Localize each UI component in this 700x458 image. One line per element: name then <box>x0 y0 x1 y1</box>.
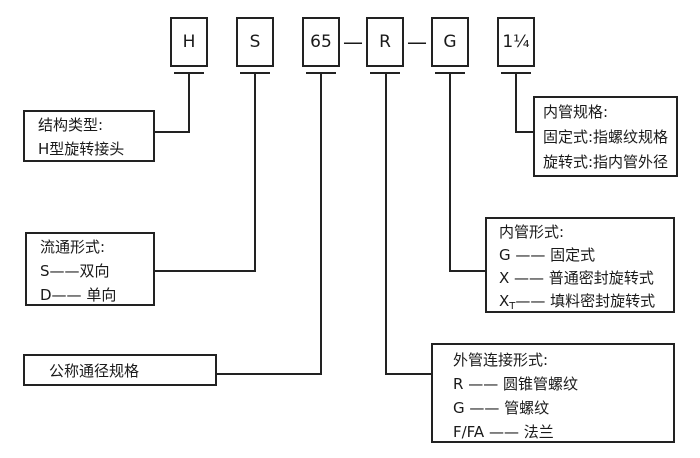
callout-line: X —— 普通密封旋转式 <box>499 269 654 287</box>
connector-line <box>155 131 190 133</box>
connector-line <box>217 373 322 375</box>
callout-flow-form: 流通形式: S——双向 D—— 单向 <box>25 232 155 306</box>
callout-line: 旋转式:指内管外径 <box>543 153 669 171</box>
code-box-nominal-diameter: 65 <box>302 17 340 67</box>
code-box-flow-form: S <box>236 17 274 67</box>
code-box-inner-form: G <box>431 17 469 67</box>
connector-line <box>449 270 485 272</box>
code-letter-r: R <box>379 32 391 52</box>
connector-line <box>155 270 256 272</box>
code-size-fraction: 1¼ <box>502 32 530 52</box>
callout-line: 固定式:指螺纹规格 <box>543 128 669 146</box>
connector-line <box>385 72 387 375</box>
code-letter-g: G <box>443 32 457 52</box>
callout-line: F/FA —— 法兰 <box>453 423 554 441</box>
callout-line: 外管连接形式: <box>453 351 549 369</box>
callout-inner-tube-form: 内管形式: G —— 固定式 X —— 普通密封旋转式 XT—— 填料密封旋转式 <box>485 217 675 313</box>
code-box-inner-spec: 1¼ <box>497 17 535 67</box>
callout-structure-type: 结构类型: H型旋转接头 <box>23 110 155 162</box>
callout-line: H型旋转接头 <box>38 140 125 158</box>
callout-line: D—— 单向 <box>40 286 117 304</box>
code-box-outer-connection: R <box>366 17 404 67</box>
connector-line <box>320 72 322 375</box>
connector-line <box>188 72 190 133</box>
callout-line: 结构类型: <box>38 116 104 134</box>
callout-line: G —— 固定式 <box>499 246 596 264</box>
xt-symbol: X <box>499 292 510 310</box>
callout-inner-tube-spec: 内管规格: 固定式:指螺纹规格 旋转式:指内管外径 <box>533 96 678 177</box>
callout-line: 公称通径规格 <box>49 362 140 380</box>
callout-nominal-diameter: 公称通径规格 <box>23 354 217 386</box>
code-box-structure-type: H <box>170 17 208 67</box>
callout-line: 内管形式: <box>499 223 565 241</box>
xt-subscript: T <box>509 301 516 312</box>
callout-line: 内管规格: <box>543 103 609 121</box>
code-number-65: 65 <box>310 32 332 52</box>
connector-line <box>385 373 431 375</box>
code-separator-dash-1: — <box>343 30 363 54</box>
connector-line <box>449 72 451 272</box>
code-letter-s: S <box>249 32 261 52</box>
connector-line <box>254 72 256 272</box>
callout-outer-tube-connection: 外管连接形式: R —— 圆锥管螺纹 G —— 管螺纹 F/FA —— 法兰 <box>431 343 675 443</box>
code-letter-h: H <box>182 32 196 52</box>
callout-line: G —— 管螺纹 <box>453 399 550 417</box>
callout-line-xt: XT—— 填料密封旋转式 <box>499 290 673 313</box>
connector-line <box>515 72 517 133</box>
callout-line: 流通形式: <box>40 238 106 256</box>
xt-description: —— 填料密封旋转式 <box>515 292 656 310</box>
code-separator-dash-2: — <box>407 30 427 54</box>
connector-line <box>515 131 533 133</box>
callout-line: S——双向 <box>40 262 110 280</box>
callout-line: R —— 圆锥管螺纹 <box>453 375 578 393</box>
